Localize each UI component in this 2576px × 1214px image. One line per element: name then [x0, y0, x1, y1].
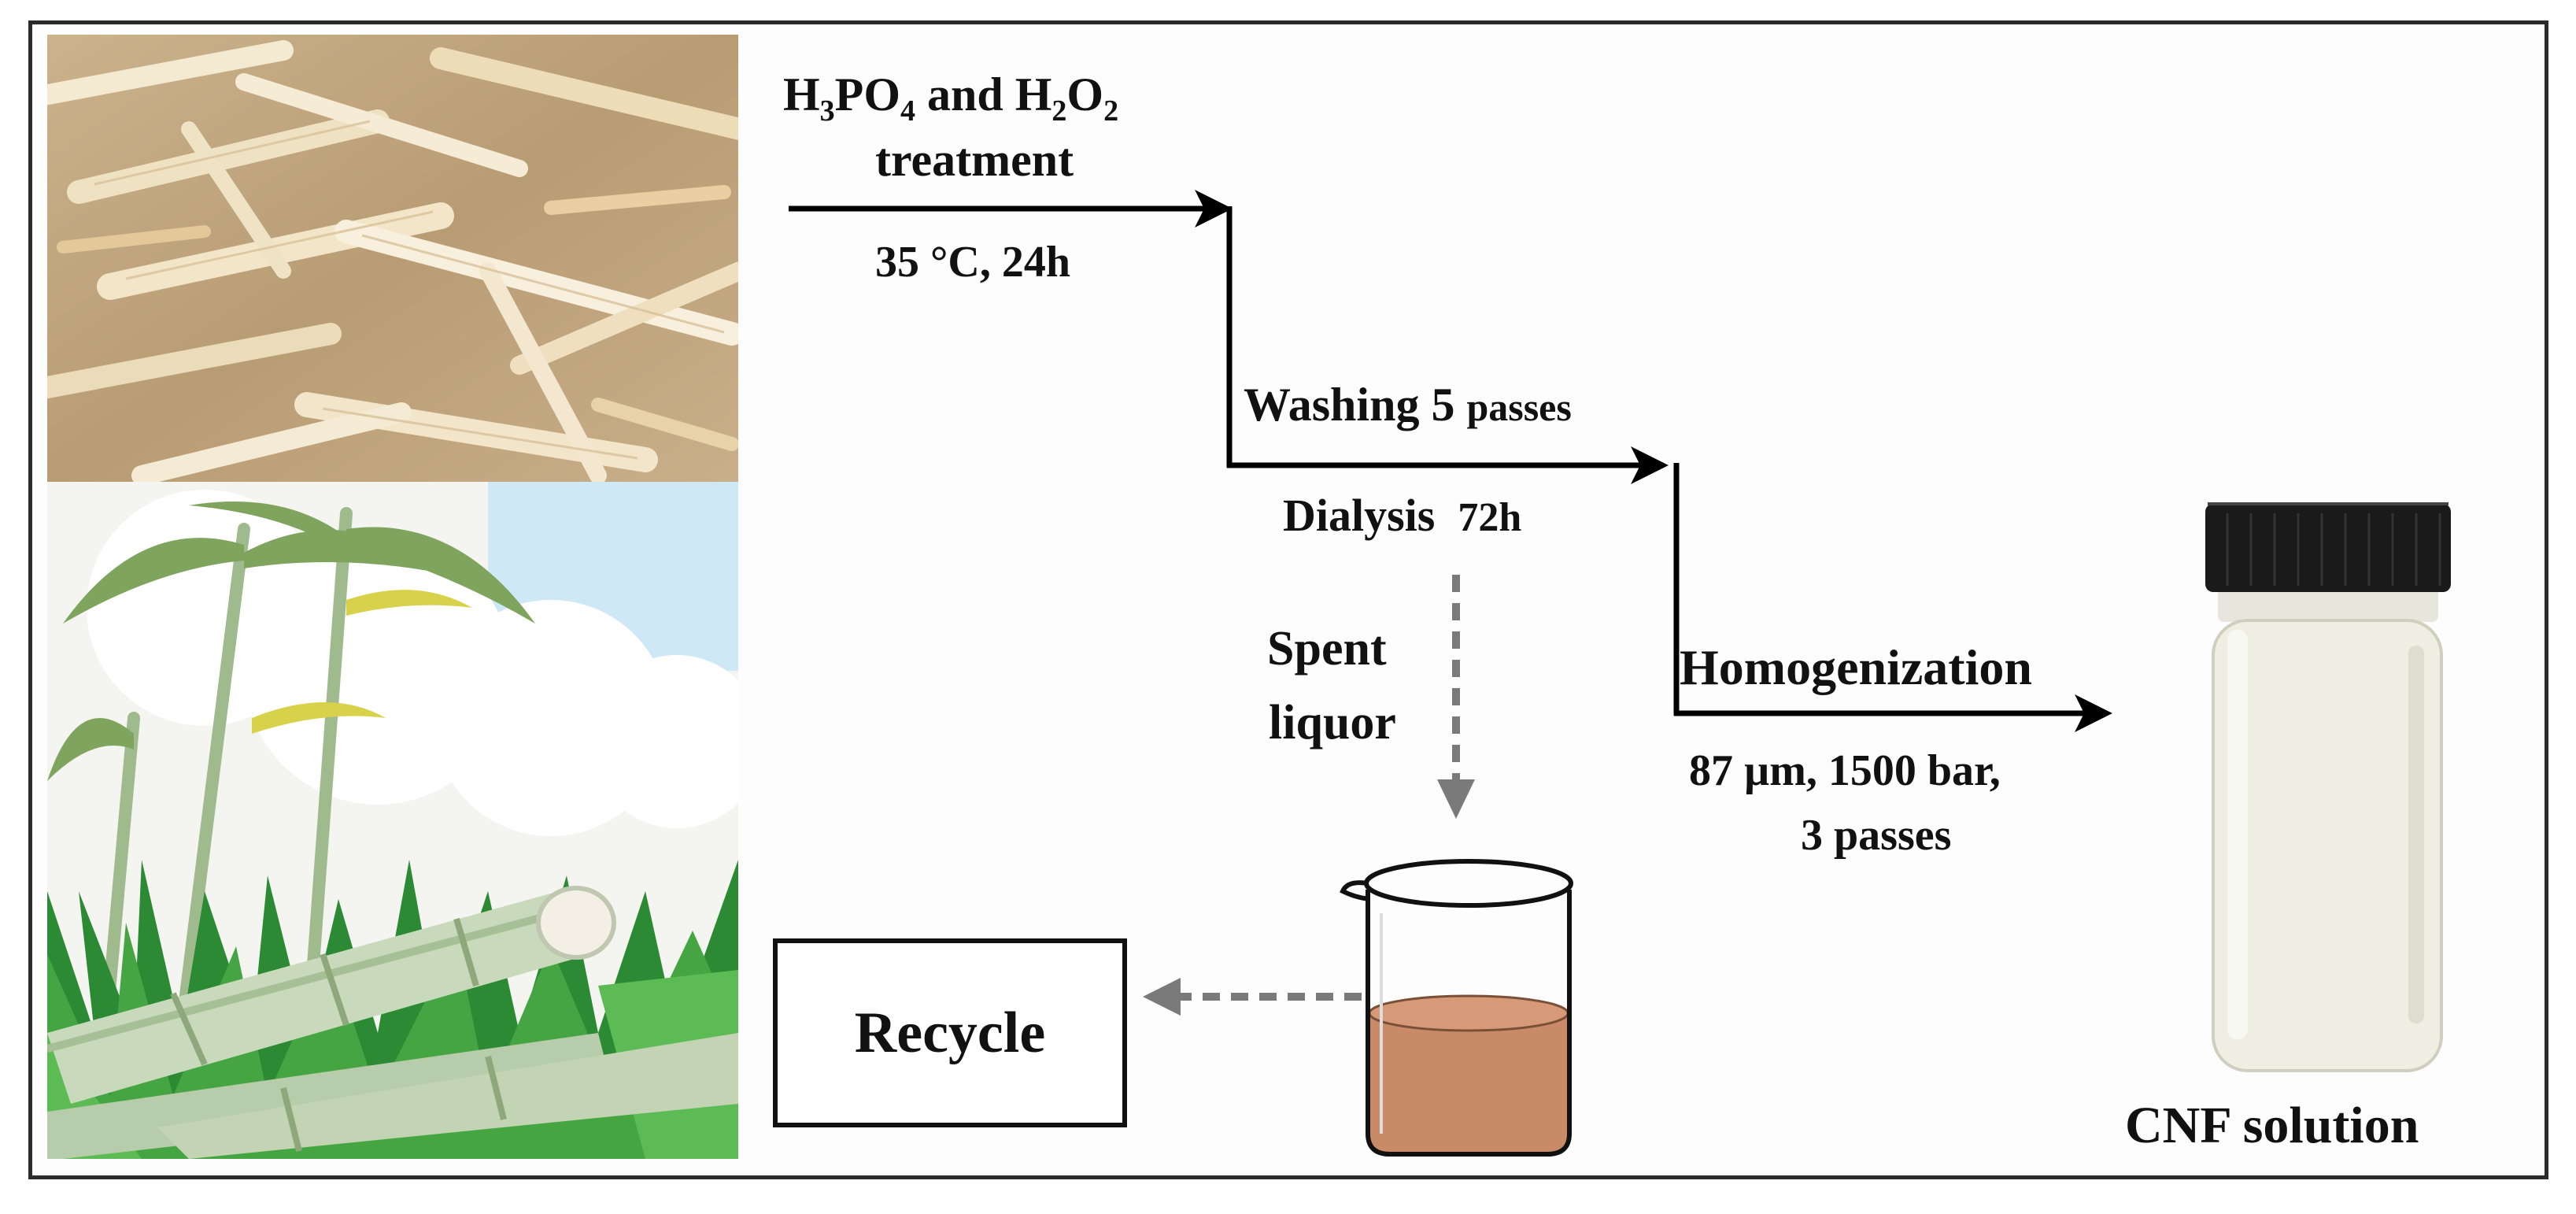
beaker-icon	[1340, 859, 1573, 1157]
step1-arrow	[789, 190, 1233, 228]
spent-liquor-label-line2: liquor	[1269, 696, 1396, 749]
spent-liquor-dashed-arrow	[1437, 575, 1475, 819]
step2-dialysis-label: Dialysis 72h	[1283, 490, 1522, 541]
step1-reagent-label: H3PO4 and H2O2	[783, 68, 1119, 128]
step2-connector	[1226, 206, 1669, 484]
bagasse-photo	[47, 35, 738, 482]
step1-conditions-label: 35 °C, 24h	[875, 238, 1070, 287]
cnf-solution-label: CNF solution	[2125, 1097, 2419, 1154]
recycle-label: Recycle	[854, 1000, 1046, 1065]
recycle-box: Recycle	[773, 938, 1127, 1127]
recycle-dashed-arrow	[1143, 978, 1362, 1016]
step2-washing-label: Washing 5 passes	[1244, 379, 1572, 431]
step3-homogenization-label: Homogenization	[1680, 639, 2032, 695]
step3-connector	[1673, 463, 2112, 732]
spent-liquor-label-line1: Spent	[1267, 622, 1387, 675]
step3-conditions-line2: 3 passes	[1801, 811, 1952, 860]
step1-treatment-label: treatment	[875, 134, 1074, 186]
sugarcane-illustration	[47, 482, 738, 1159]
cnf-vial-icon	[2205, 502, 2451, 1072]
step3-conditions-line1: 87 µm, 1500 bar,	[1689, 746, 2001, 795]
